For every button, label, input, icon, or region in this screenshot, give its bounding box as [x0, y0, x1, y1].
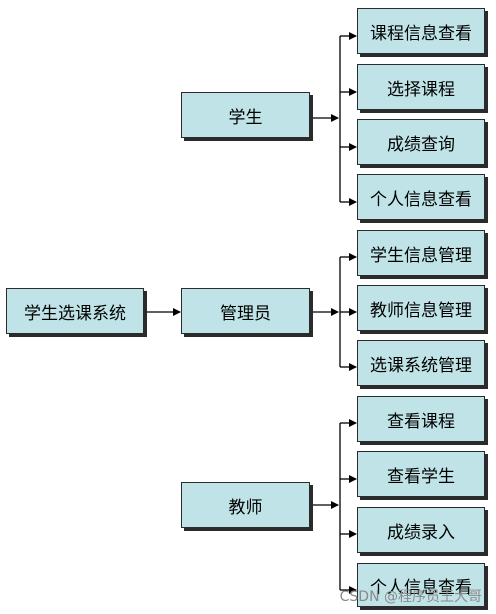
admin-item-student-mgmt: 学生信息管理 [357, 230, 485, 276]
teacher-item-view-course: 查看课程 [357, 396, 485, 442]
student-item-grade-query: 成绩查询 [357, 119, 485, 165]
root-node: 学生选课系统 [6, 288, 144, 334]
teacher-item-personal-info: 个人信息查看 [357, 563, 485, 607]
admin-item-teacher-mgmt: 教师信息管理 [357, 285, 485, 331]
teacher-item-grade-entry: 成绩录入 [357, 507, 485, 553]
student-item-select-course: 选择课程 [357, 64, 485, 110]
role-node-teacher: 教师 [181, 482, 310, 528]
watermark: CSDN @程序员王大哥 [339, 589, 482, 605]
role-node-student: 学生 [181, 92, 310, 138]
admin-item-system-mgmt: 选课系统管理 [357, 340, 485, 386]
student-item-personal-info: 个人信息查看 [357, 174, 485, 220]
teacher-item-view-student: 查看学生 [357, 451, 485, 497]
role-node-admin: 管理员 [181, 288, 310, 334]
student-item-course-info: 课程信息查看 [357, 8, 485, 54]
